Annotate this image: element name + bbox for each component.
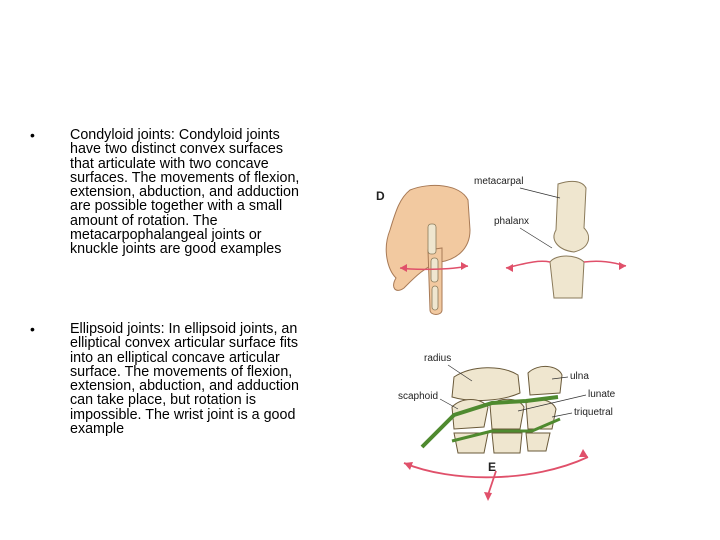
- bullet-marker: •: [30, 321, 35, 337]
- label-triquetral: triquetral: [574, 407, 613, 418]
- arrowhead-right-icon: [461, 262, 468, 270]
- ellipsoid-joint-svg: radius ulna scaphoid lunate triquetral E: [398, 353, 616, 501]
- figure-e-letter: E: [488, 460, 496, 474]
- bullet-marker: •: [30, 127, 35, 143]
- bullet-item-condyloid: • Condyloid joints: Condyloid joints hav…: [30, 128, 310, 257]
- label-scaphoid: scaphoid: [398, 391, 438, 402]
- label-phalanx: phalanx: [494, 216, 529, 227]
- condyloid-joint-illustration: D metacarpal phalanx: [370, 170, 640, 320]
- condyloid-joint-svg: D metacarpal phalanx: [376, 176, 627, 315]
- arrowhead-left-icon: [400, 264, 407, 272]
- arrowhead-left-icon: [506, 264, 513, 272]
- leader-line: [447, 364, 473, 382]
- metacarpal-bone-large: [553, 180, 590, 253]
- bullet-list: • Condyloid joints: Condyloid joints hav…: [30, 128, 310, 437]
- bullet-text-condyloid: Condyloid joints: Condyloid joints have …: [70, 127, 300, 258]
- arrowhead-left-icon: [404, 462, 413, 470]
- label-ulna: ulna: [570, 371, 589, 382]
- leader-line: [517, 394, 587, 412]
- arrowhead-right-icon: [579, 449, 588, 457]
- arrowhead-right-icon: [619, 262, 626, 270]
- bullet-text-ellipsoid: Ellipsoid joints: In ellipsoid joints, a…: [70, 321, 299, 438]
- bullet-item-ellipsoid: • Ellipsoid joints: In ellipsoid joints,…: [30, 321, 306, 438]
- ligament-band: [451, 417, 561, 443]
- leader-line: [519, 227, 553, 249]
- wrist-movement-arrow-down: [487, 470, 497, 496]
- leader-line: [551, 412, 573, 418]
- carpal-bone: [491, 432, 523, 454]
- carpal-bone: [525, 432, 551, 452]
- leader-line: [439, 398, 459, 410]
- ellipsoid-joint-illustration: radius ulna scaphoid lunate triquetral E: [392, 345, 632, 505]
- leader-line: [551, 376, 569, 380]
- label-metacarpal: metacarpal: [474, 176, 523, 187]
- arrowhead-down-icon: [484, 492, 492, 501]
- label-radius: radius: [424, 353, 451, 364]
- label-lunate: lunate: [588, 389, 616, 400]
- figure-d-letter: D: [376, 189, 385, 203]
- distal-phalanx-small: [431, 285, 439, 311]
- ulna-bone: [527, 366, 563, 396]
- leader-line: [519, 187, 561, 199]
- triquetral-bone: [525, 399, 557, 430]
- metacarpal-bone-small: [427, 223, 437, 255]
- ligament-band: [420, 395, 559, 449]
- phalanx-bone-large: [549, 255, 585, 299]
- radius-bone: [451, 367, 521, 401]
